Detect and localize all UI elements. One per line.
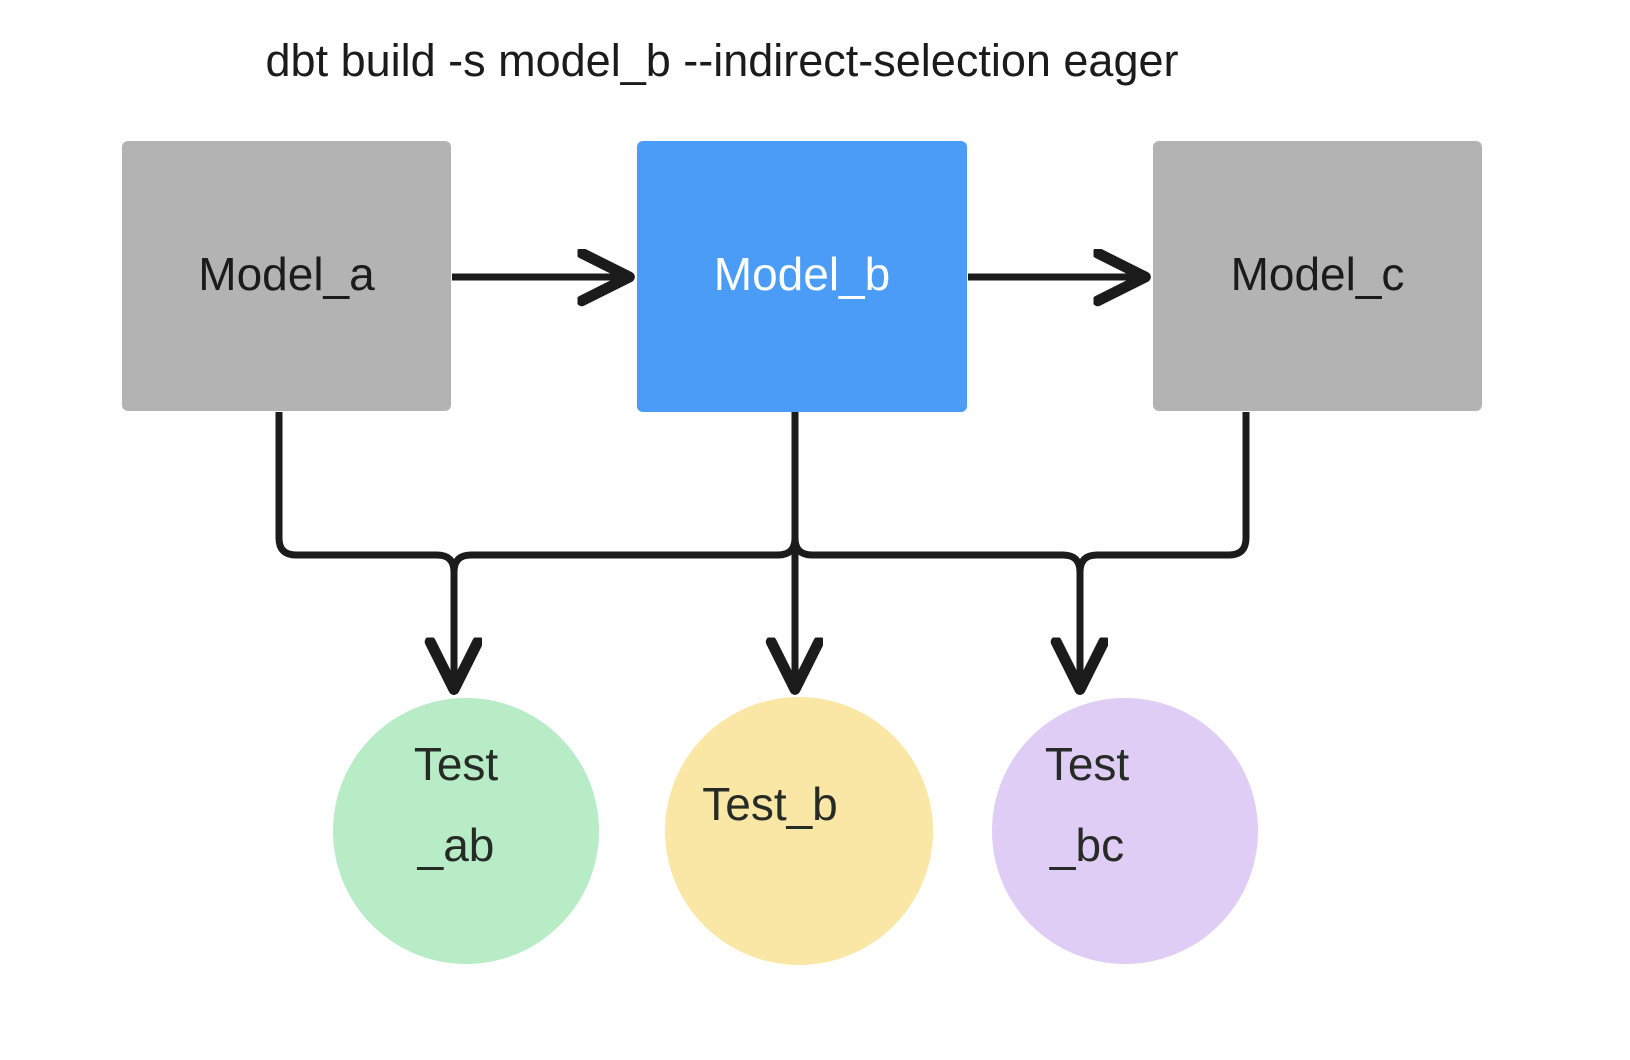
node-test-b-shape[interactable] bbox=[665, 697, 933, 965]
node-test-ab-label-line1: Test bbox=[414, 738, 499, 790]
edge-layer bbox=[275, 277, 1250, 688]
edge-model-b-to-test-ab bbox=[454, 412, 799, 688]
node-model-c[interactable]: Model_c bbox=[1153, 141, 1482, 411]
node-model-c-label: Model_c bbox=[1231, 248, 1405, 300]
node-test-bc-shape[interactable] bbox=[992, 698, 1258, 964]
node-model-a-label: Model_a bbox=[198, 248, 375, 300]
edge-model-b-to-test-bc bbox=[791, 412, 1080, 688]
node-test-ab-label-line2: _ab bbox=[417, 819, 495, 871]
node-model-b-label: Model_b bbox=[714, 248, 890, 300]
node-test-bc-label-line2: _bc bbox=[1049, 819, 1124, 871]
node-test-bc[interactable]: Test _bc bbox=[992, 698, 1258, 964]
node-model-a[interactable]: Model_a bbox=[122, 141, 451, 411]
test-node-layer: Test _ab Test_b Test _bc bbox=[333, 697, 1258, 965]
node-test-b-label-line1: Test_b bbox=[702, 778, 838, 830]
node-test-ab-shape[interactable] bbox=[333, 698, 599, 964]
node-test-b[interactable]: Test_b bbox=[665, 697, 933, 965]
node-model-b-shape[interactable] bbox=[637, 141, 967, 412]
edge-model-c-to-test-bc bbox=[1080, 412, 1250, 688]
edge-model-a-to-test-ab bbox=[275, 412, 454, 688]
node-model-c-shape[interactable] bbox=[1153, 141, 1482, 411]
node-test-bc-label-line1: Test bbox=[1045, 738, 1130, 790]
node-model-a-shape[interactable] bbox=[122, 141, 451, 411]
node-model-b[interactable]: Model_b bbox=[637, 141, 967, 412]
diagram-title: dbt build -s model_b --indirect-selectio… bbox=[266, 35, 1179, 86]
model-node-layer: Model_a Model_b Model_c bbox=[122, 141, 1482, 412]
node-test-ab[interactable]: Test _ab bbox=[333, 698, 599, 964]
